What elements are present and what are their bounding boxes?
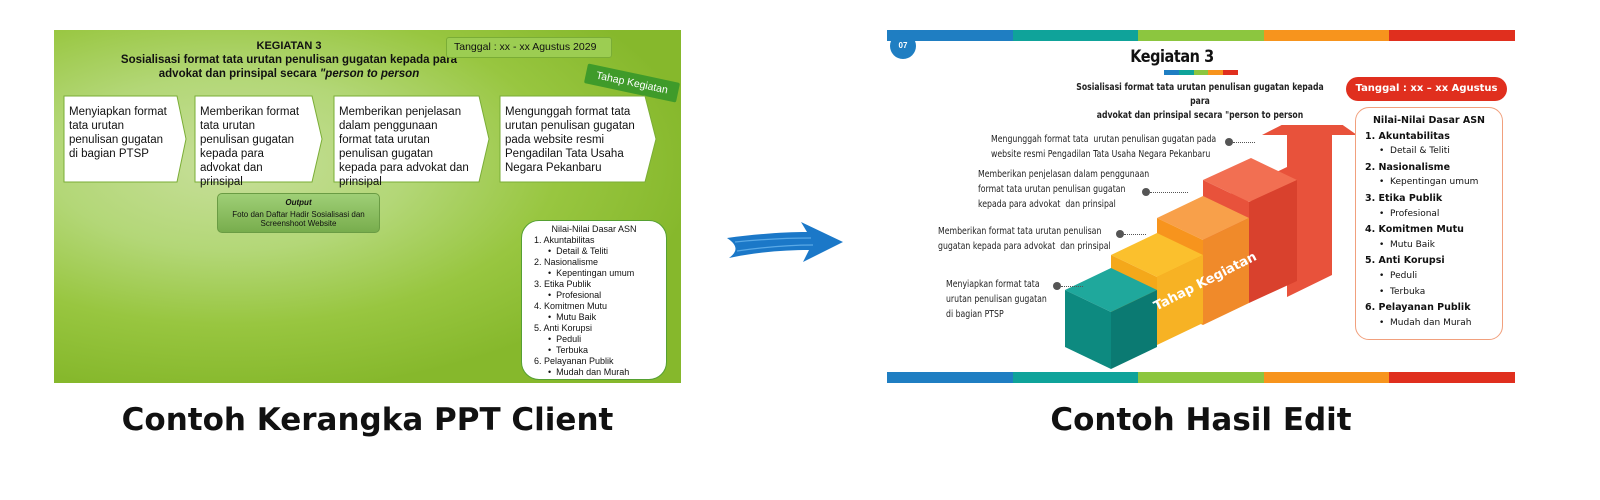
- left-slide-subtitle-1: Sosialisasi format tata urutan penulisan…: [79, 53, 499, 67]
- stair-label-4: Mengunggah format tata urutan penulisan …: [991, 132, 1216, 162]
- right-caption: Contoh Hasil Edit: [887, 402, 1515, 438]
- right-desc-line-1: Sosialisasi format tata urutan penulisan…: [1071, 81, 1328, 109]
- left-step-3: Memberikan penjelasan dalam penggunaan f…: [333, 95, 490, 183]
- stair-label-3-dot: [1142, 188, 1150, 196]
- right-nilai-title: Nilai-Nilai Dasar ASN: [1356, 113, 1502, 129]
- left-step-2: Memberikan format tata urutan penulisan …: [194, 95, 323, 183]
- left-slide-title: KEGIATAN 3: [79, 39, 499, 53]
- left-subtitle-prefix: advokat dan prinsipal secara: [159, 68, 320, 80]
- stair-label-3: Memberikan penjelasan dalam penggunaan f…: [978, 167, 1149, 212]
- left-step-2-text: Memberikan format tata urutan penulisan …: [200, 105, 305, 189]
- right-nilai-box: Nilai-Nilai Dasar ASN 1. Akuntabilitas •…: [1355, 107, 1503, 340]
- left-step-1: Menyiapkan format tata urutan penulisan …: [63, 95, 187, 183]
- right-nilai-item: 6. Pelayanan Publik: [1365, 300, 1502, 316]
- right-slide-description: Sosialisasi format tata urutan penulisan…: [1071, 81, 1328, 123]
- stair-label-2-leader: [1124, 234, 1146, 235]
- left-step-1-text: Menyiapkan format tata urutan penulisan …: [69, 105, 169, 161]
- left-caption: Contoh Kerangka PPT Client: [54, 402, 681, 438]
- left-nilai-sub: • Mudah dan Murah: [534, 367, 666, 378]
- right-nilai-sub: • Profesional: [1365, 207, 1502, 223]
- stair-label-1: Menyiapkan format tata urutan penulisan …: [946, 277, 1047, 322]
- left-step-4-text: Mengunggah format tata urutan penulisan …: [505, 105, 639, 175]
- left-nilai-sub: • Kepentingan umum: [534, 268, 666, 279]
- right-nilai-item: 4. Komitmen Mutu: [1365, 222, 1502, 238]
- right-nilai-item: 5. Anti Korupsi: [1365, 253, 1502, 269]
- stair-label-4-dot: [1225, 138, 1233, 146]
- right-arrow-icon: [725, 218, 845, 268]
- left-nilai-sub: • Detail & Teliti: [534, 246, 666, 257]
- left-slide-subtitle-2: advokat dan prinsipal secara "person to …: [79, 67, 499, 81]
- left-output-text: Foto dan Daftar Hadir Sosialisasi dan Sc…: [218, 210, 379, 228]
- right-nilai-sub: • Peduli: [1365, 269, 1502, 285]
- right-nilai-sub: • Mudah dan Murah: [1365, 316, 1502, 332]
- stair-label-2: Memberikan format tata urutan penulisan …: [938, 224, 1111, 254]
- page-number-badge: 07: [890, 33, 916, 59]
- right-date-pill: Tanggal : xx – xx Agustus 2029: [1346, 77, 1507, 101]
- right-nilai-sub: • Terbuka: [1365, 285, 1502, 301]
- left-nilai-title: Nilai-Nilai Dasar ASN: [522, 224, 666, 235]
- left-nilai-sub: • Mutu Baik: [534, 312, 666, 323]
- left-step-4: Mengunggah format tata urutan penulisan …: [499, 95, 657, 183]
- right-desc-line-2: advokat dan prinsipal secara "person to …: [1071, 109, 1328, 123]
- right-nilai-item: 3. Etika Publik: [1365, 191, 1502, 207]
- left-nilai-box: Nilai-Nilai Dasar ASN 1. Akuntabilitas •…: [521, 220, 667, 380]
- left-nilai-item: 1. Akuntabilitas: [534, 235, 666, 246]
- right-nilai-sub: • Kepentingan umum: [1365, 175, 1502, 191]
- top-color-stripe: [887, 30, 1515, 41]
- left-nilai-sub: • Terbuka: [534, 345, 666, 356]
- left-slide-header: KEGIATAN 3 Sosialisasi format tata uruta…: [79, 39, 499, 81]
- left-subtitle-italic: "person to person: [320, 68, 419, 80]
- left-output-title: Output: [218, 198, 379, 207]
- left-nilai-sub: • Profesional: [534, 290, 666, 301]
- stair-label-1-leader: [1061, 286, 1083, 287]
- right-nilai-item: 2. Nasionalisme: [1365, 160, 1502, 176]
- title-color-bar: [1164, 70, 1238, 75]
- right-nilai-sub: • Mutu Baik: [1365, 238, 1502, 254]
- right-nilai-item: 1. Akuntabilitas: [1365, 129, 1502, 145]
- left-step-3-text: Memberikan penjelasan dalam penggunaan f…: [339, 105, 472, 189]
- edited-slide: 07 Kegiatan 3 Sosialisasi format tata ur…: [887, 30, 1515, 383]
- stair-label-3-leader: [1150, 192, 1188, 193]
- left-nilai-item: 4. Komitmen Mutu: [534, 301, 666, 312]
- left-nilai-sub: • Peduli: [534, 334, 666, 345]
- left-nilai-item: 6. Pelayanan Publik: [534, 356, 666, 367]
- stair-label-4-leader: [1233, 142, 1255, 143]
- left-nilai-item: 5. Anti Korupsi: [534, 323, 666, 334]
- right-slide-title: Kegiatan 3: [1100, 47, 1245, 67]
- stair-label-2-dot: [1116, 230, 1124, 238]
- left-nilai-item: 3. Etika Publik: [534, 279, 666, 290]
- stair-label-1-dot: [1053, 282, 1061, 290]
- right-nilai-sub: • Detail & Teliti: [1365, 144, 1502, 160]
- client-slide: KEGIATAN 3 Sosialisasi format tata uruta…: [54, 30, 681, 383]
- left-nilai-item: 2. Nasionalisme: [534, 257, 666, 268]
- left-date-box: Tanggal : xx - xx Agustus 2029: [446, 37, 612, 58]
- left-output-box: Output Foto dan Daftar Hadir Sosialisasi…: [217, 193, 380, 233]
